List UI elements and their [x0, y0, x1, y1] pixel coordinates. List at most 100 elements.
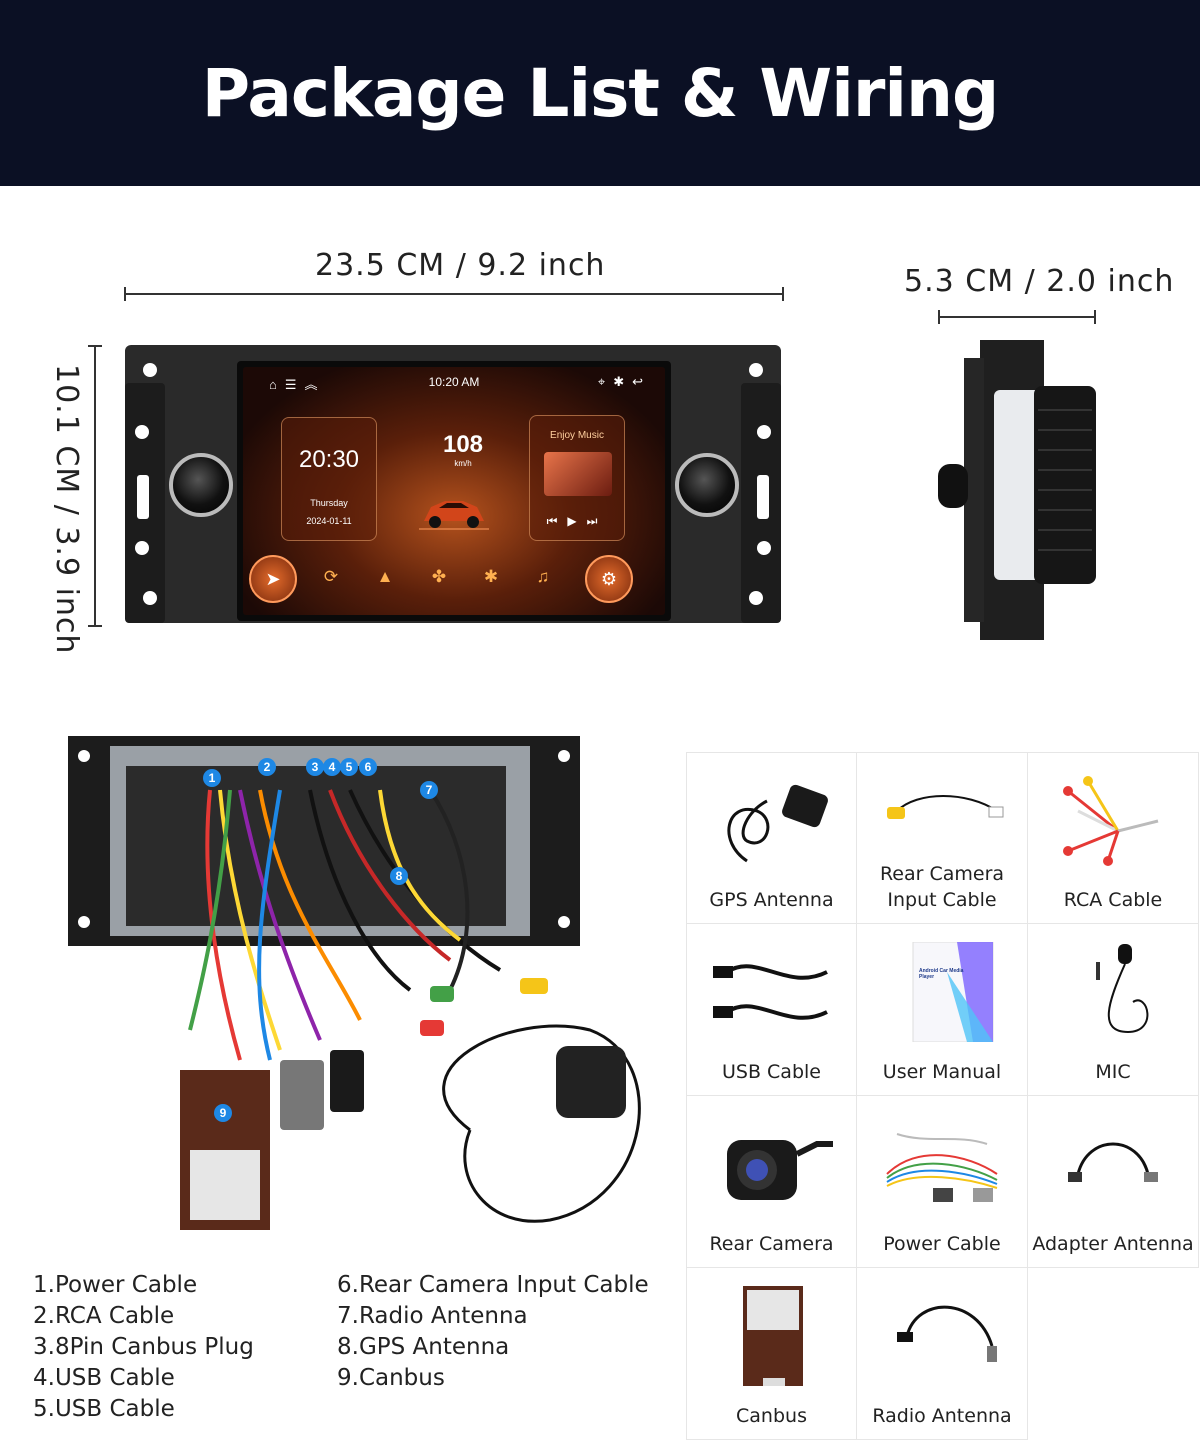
mic-icon	[1096, 944, 1149, 1034]
legend-item: 4.USB Cable	[33, 1365, 175, 1391]
manual-cover-text: Android Car Media Player	[919, 968, 964, 980]
usb-cable-icon	[713, 964, 828, 1020]
package-item-label: Adapter Antenna	[1032, 1233, 1194, 1255]
head-unit-front: ⌂☰︽ 10:20 AM ⌖✱↩ 20:30 Thursday 2024-01-…	[125, 345, 781, 623]
package-item-label: Rear Camera	[709, 1233, 834, 1255]
nav-icons: ⌂☰︽	[269, 377, 326, 392]
wiring-badge: 9	[214, 1104, 232, 1122]
package-item-label: Rear Camera Input Cable	[879, 863, 1005, 911]
package-item-label: RCA Cable	[1063, 889, 1163, 911]
package-item-rear-camera-input-cable: Rear Camera Input Cable	[857, 752, 1028, 924]
status-time: 10:20 AM	[428, 375, 480, 389]
app-dock: ➤ ⟳ ▲ ✤ ✱ ♫ ⚙	[243, 555, 665, 603]
legend-item: 2.RCA Cable	[33, 1303, 175, 1329]
wiring-badge: 8	[390, 867, 408, 885]
package-item-label: Radio Antenna	[872, 1405, 1012, 1427]
clock-time: 20:30	[298, 446, 360, 473]
carplay-icon[interactable]: ⟳	[323, 567, 339, 586]
width-dimension-line	[124, 287, 784, 301]
package-item-gps-antenna: GPS Antenna	[686, 752, 857, 924]
wiring-badge: 1	[203, 769, 221, 787]
package-item-label: Canbus	[736, 1405, 807, 1427]
tune-knob[interactable]	[675, 453, 739, 517]
music-controls: ⏮▶⏭	[530, 514, 624, 529]
mount-hole	[143, 591, 157, 605]
legend-item: 5.USB Cable	[33, 1396, 175, 1422]
radio-antenna-icon	[897, 1305, 997, 1362]
previous-track-icon[interactable]: ⏮	[546, 514, 568, 528]
wiring-badge: 2	[258, 758, 276, 776]
bluetooth-icon[interactable]: ✱	[483, 567, 499, 586]
home-screen: ⌂☰︽ 10:20 AM ⌖✱↩ 20:30 Thursday 2024-01-…	[243, 367, 665, 615]
legend-item: 6.Rear Camera Input Cable	[337, 1272, 649, 1298]
rear-camera-icon	[727, 1140, 833, 1200]
mount-hole	[757, 541, 771, 555]
adapter-antenna-icon	[1068, 1142, 1158, 1182]
package-item-mic: MIC	[1028, 924, 1199, 1096]
rca-cable-icon	[1063, 776, 1159, 866]
power-cable-icon	[886, 1133, 998, 1202]
package-item-label: GPS Antenna	[709, 889, 834, 911]
package-item-label: USB Cable	[722, 1061, 821, 1083]
wiring-legend-right: 6.Rear Camera Input Cable 7.Radio Antenn…	[337, 1270, 649, 1394]
mount-slot	[137, 475, 149, 519]
wiring-legend-left: 1.Power Cable 2.RCA Cable 3.8Pin Canbus …	[33, 1270, 254, 1425]
legend-item: 3.8Pin Canbus Plug	[33, 1334, 254, 1360]
speed-unit: km/h	[454, 459, 472, 468]
page-title: Package List & Wiring	[201, 54, 1000, 132]
wiring-badge: 5	[340, 758, 358, 776]
package-item-user-manual: Android Car Media Player User Manual	[857, 924, 1028, 1096]
wiring-badge: 7	[420, 781, 438, 799]
wiring-badge: 3	[306, 758, 324, 776]
speed-widget: 108 km/h	[423, 431, 503, 468]
system-icons: ⌖✱↩	[597, 374, 651, 389]
gps-antenna-icon	[727, 784, 828, 863]
package-item-label: Power Cable	[883, 1233, 1001, 1255]
package-item-canbus: Canbus	[686, 1268, 857, 1440]
package-item-rear-camera: Rear Camera	[686, 1096, 857, 1268]
package-item-label: MIC	[1095, 1061, 1131, 1083]
volume-knob[interactable]	[169, 453, 233, 517]
clock-widget[interactable]: 20:30 Thursday 2024-01-11	[281, 417, 377, 541]
touch-screen[interactable]: ⌂☰︽ 10:20 AM ⌖✱↩ 20:30 Thursday 2024-01-…	[237, 361, 671, 621]
height-dimension-line	[88, 345, 102, 627]
apps-icon[interactable]: ✤	[431, 567, 447, 586]
mount-hole	[749, 591, 763, 605]
depth-dimension-label: 5.3 CM / 2.0 inch	[904, 264, 1175, 299]
next-track-icon[interactable]: ⏭	[586, 514, 608, 528]
clock-day: Thursday	[310, 498, 348, 508]
wiring-badge: 4	[323, 758, 341, 776]
maps-icon[interactable]: ▲	[376, 567, 394, 586]
car-icon	[419, 501, 489, 530]
package-item-rca-cable: RCA Cable	[1028, 752, 1199, 924]
legend-item: 7.Radio Antenna	[337, 1303, 528, 1329]
package-item-power-cable: Power Cable	[857, 1096, 1028, 1268]
height-dimension-label: 10.1 CM / 3.9 inch	[49, 364, 84, 655]
depth-dimension-line	[938, 310, 1096, 324]
clock-date: 2024-01-11	[306, 516, 352, 526]
music-widget[interactable]: Enjoy Music ⏮▶⏭	[529, 415, 625, 541]
page-header: Package List & Wiring	[0, 0, 1200, 186]
width-dimension-label: 23.5 CM / 9.2 inch	[315, 248, 606, 283]
mount-hole	[749, 363, 763, 377]
legend-item: 8.GPS Antenna	[337, 1334, 510, 1360]
mount-slot	[757, 475, 769, 519]
user-manual-icon	[912, 942, 994, 1042]
navigation-icon[interactable]: ➤	[249, 555, 297, 603]
status-bar: ⌂☰︽ 10:20 AM ⌖✱↩	[243, 373, 665, 393]
package-item-radio-antenna: Radio Antenna	[857, 1268, 1028, 1440]
play-icon[interactable]: ▶	[567, 514, 587, 528]
rear-camera-cable-icon	[887, 795, 1004, 819]
package-contents-grid: GPS Antenna Rear Camera Input Cable RCA …	[686, 752, 1200, 1440]
package-item-usb-cable: USB Cable	[686, 924, 857, 1096]
music-icon[interactable]: ♫	[536, 567, 550, 586]
mount-hole	[135, 541, 149, 555]
speed-value: 108	[442, 431, 484, 458]
head-unit-side-view	[938, 340, 1096, 640]
album-art	[544, 452, 612, 496]
mount-hole	[143, 363, 157, 377]
legend-item: 9.Canbus	[337, 1365, 445, 1391]
package-item-label: User Manual	[882, 1061, 1002, 1083]
package-item-adapter-antenna: Adapter Antenna	[1028, 1096, 1199, 1268]
settings-icon[interactable]: ⚙	[585, 555, 633, 603]
